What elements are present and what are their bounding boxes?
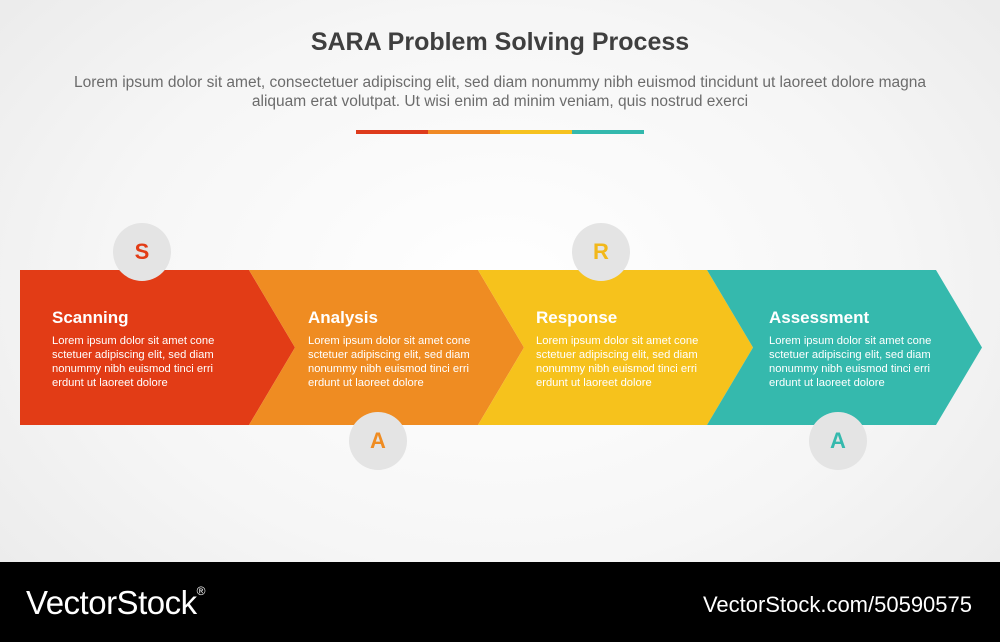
letter-circle-a1: A [349, 412, 407, 470]
divider-segment-3 [500, 130, 572, 134]
step-desc-assessment: Lorem ipsum dolor sit amet cone sctetuer… [769, 335, 932, 389]
step-2-polygon [249, 270, 524, 425]
watermark-footer: VectorStock® VectorStock.com/50590575 [0, 562, 1000, 642]
step-desc-response: Lorem ipsum dolor sit amet cone sctetuer… [536, 335, 699, 389]
step-response-arrow [478, 270, 753, 425]
step-scanning: Scanning Lorem ipsum dolor sit amet cone… [20, 270, 295, 425]
step-assessment-arrow [707, 270, 982, 425]
letter-circle-a2: A [809, 412, 867, 470]
step-desc-analysis: Lorem ipsum dolor sit amet cone sctetuer… [308, 335, 471, 389]
infographic-canvas: SARA Problem Solving Process Lorem ipsum… [20, 28, 982, 470]
divider-segment-2 [428, 130, 500, 134]
color-divider [356, 130, 644, 134]
step-1-polygon [20, 270, 295, 425]
step-title-analysis: Analysis [308, 308, 378, 327]
step-title-response: Response [536, 308, 618, 327]
step-response: Response Lorem ipsum dolor sit amet cone… [478, 270, 753, 425]
step-title-scanning: Scanning [52, 308, 129, 327]
divider-segment-4 [572, 130, 644, 134]
stock-id: VectorStock.com/50590575 [702, 592, 972, 617]
step-scanning-arrow [20, 270, 295, 425]
step-title-assessment: Assessment [769, 308, 870, 327]
brand-registered-mark: ® [196, 584, 206, 598]
process-steps: Scanning Lorem ipsum dolor sit amet cone… [20, 223, 982, 470]
page-title: SARA Problem Solving Process [310, 28, 690, 56]
letter-circle-r: R [572, 223, 630, 281]
step-3-polygon [478, 270, 753, 425]
brand-name: VectorStock [26, 584, 197, 621]
step-desc-scanning: Lorem ipsum dolor sit amet cone sctetuer… [52, 335, 215, 389]
step-analysis-arrow [249, 270, 524, 425]
vectorstock-logo: VectorStock® [26, 584, 205, 622]
page-subtitle: Lorem ipsum dolor sit amet, consectetuer… [73, 74, 927, 110]
letter-circle-s: S [113, 223, 171, 281]
step-analysis: Analysis Lorem ipsum dolor sit amet cone… [249, 270, 524, 425]
step-4-polygon [707, 270, 982, 425]
step-assessment: Assessment Lorem ipsum dolor sit amet co… [707, 270, 982, 425]
divider-segment-1 [356, 130, 428, 134]
